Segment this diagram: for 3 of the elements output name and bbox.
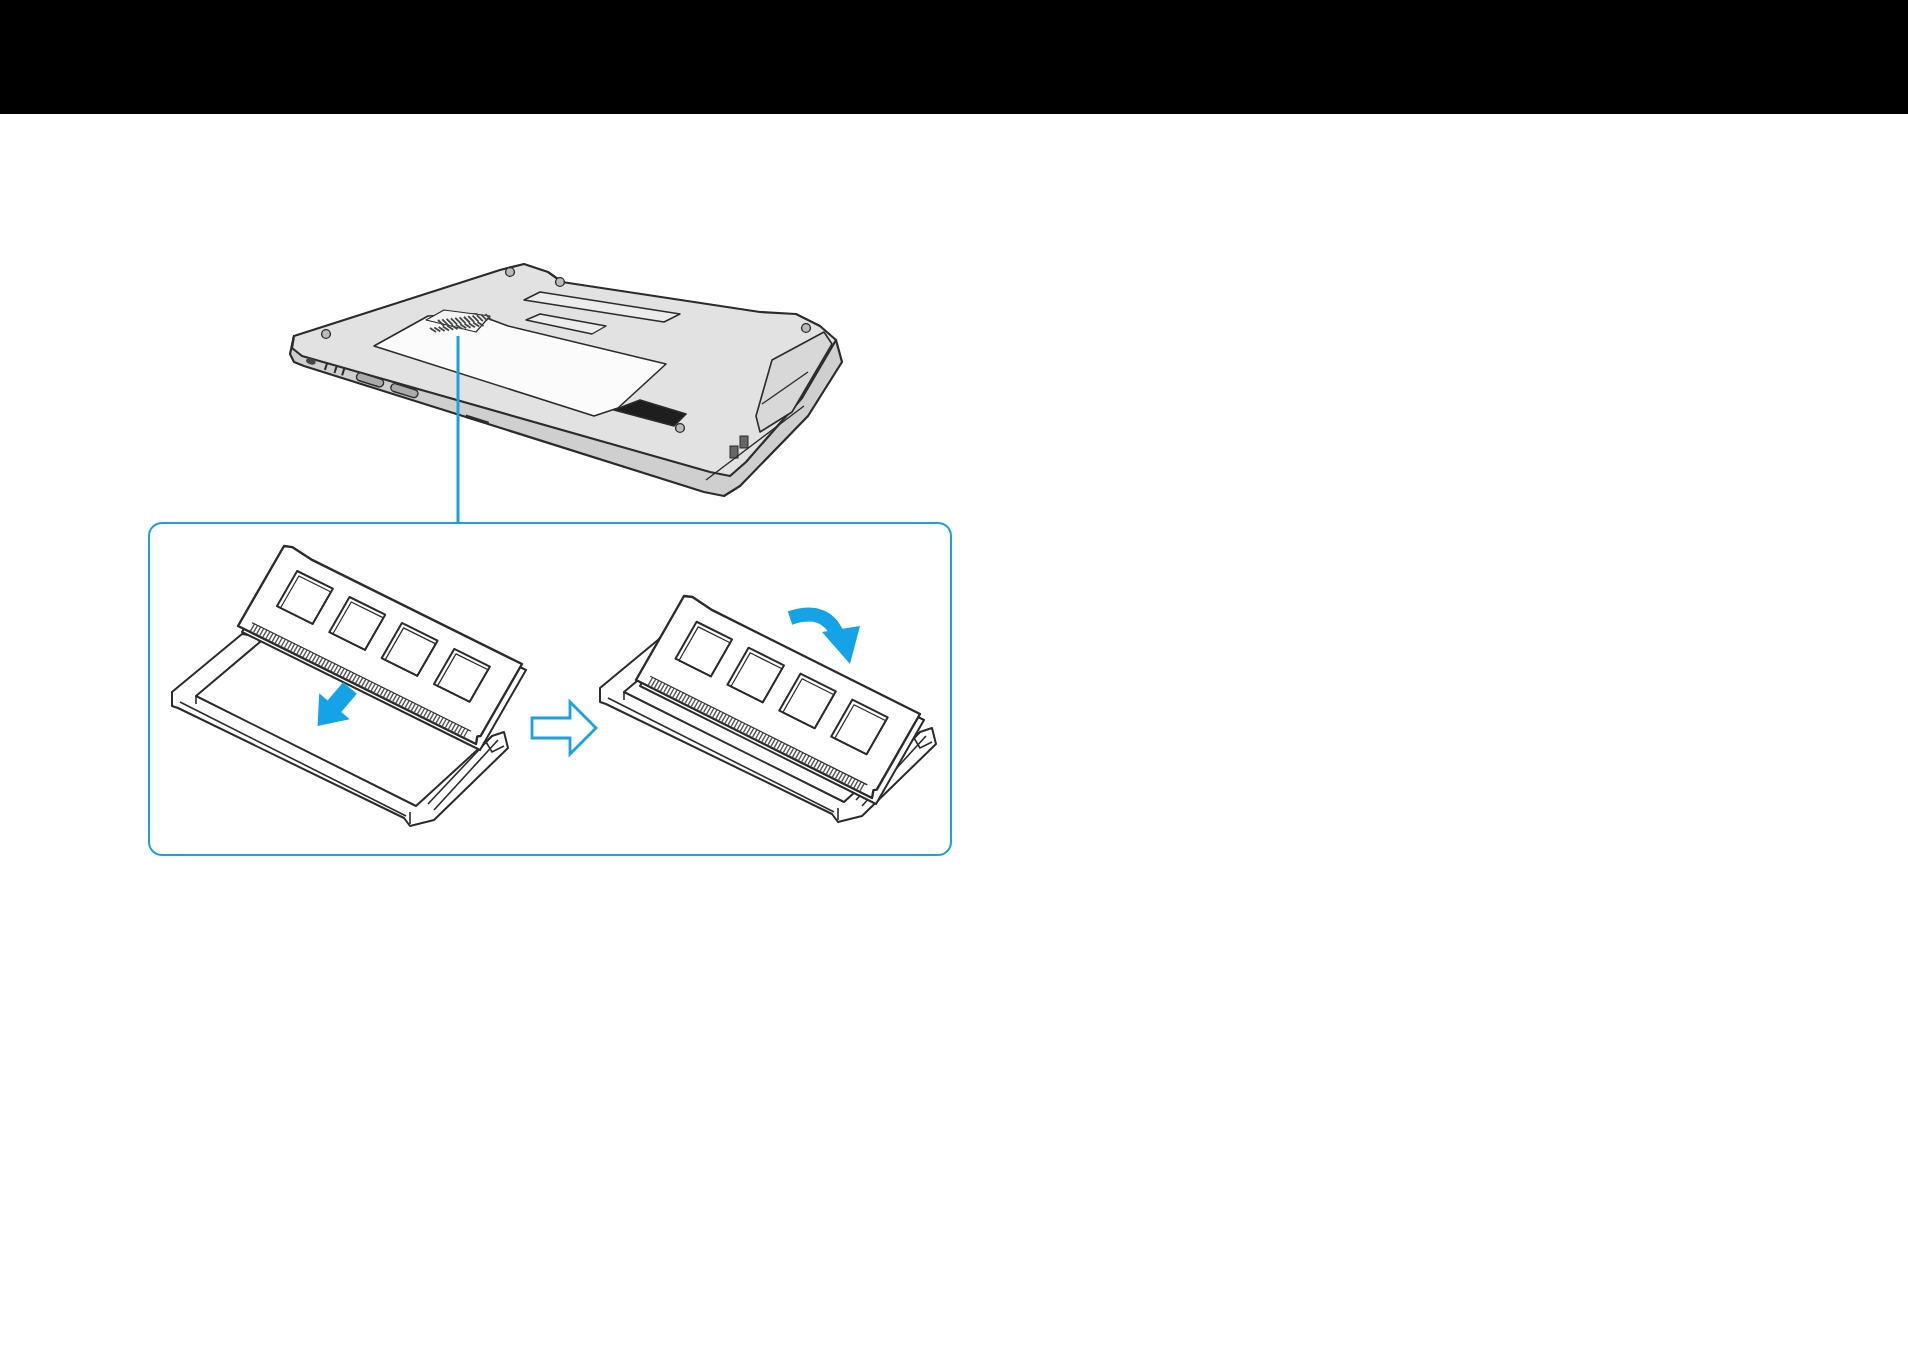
leader-line (456, 336, 460, 522)
detail-callout-frame (148, 522, 952, 856)
outline-arrow (530, 698, 598, 758)
